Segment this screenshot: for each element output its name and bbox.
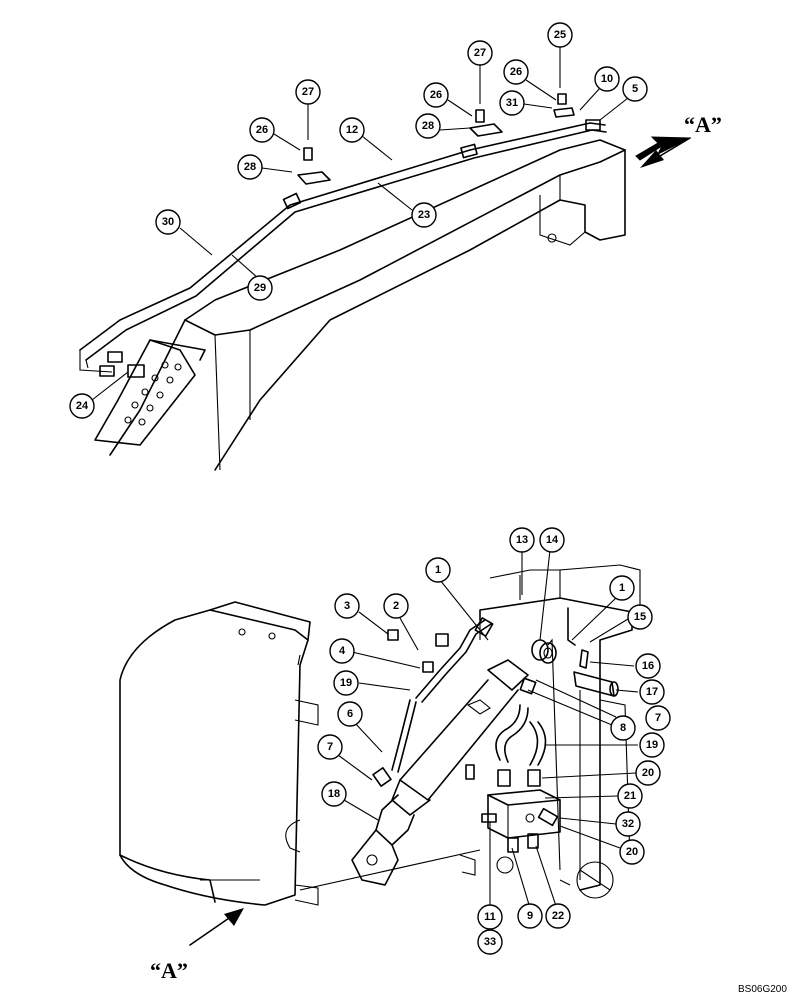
boom-assembly: “A”	[79, 45, 722, 471]
svg-text:19: 19	[646, 739, 658, 751]
svg-text:2: 2	[393, 600, 399, 612]
callout-24: 24	[69, 393, 95, 419]
callout-27-b: 27	[467, 40, 493, 66]
callout-28-a: 28	[237, 154, 263, 180]
view-label-bottom: “A”	[150, 958, 188, 983]
svg-text:17: 17	[646, 686, 658, 698]
svg-text:12: 12	[346, 124, 358, 136]
svg-text:30: 30	[162, 216, 174, 228]
svg-text:32: 32	[622, 818, 634, 830]
svg-text:20: 20	[626, 846, 638, 858]
callout-13: 13	[509, 527, 535, 553]
view-label-top: “A”	[684, 112, 722, 137]
view-arrow-top	[635, 136, 691, 161]
callout-4: 4	[329, 638, 355, 664]
callout-11: 11	[477, 904, 503, 930]
svg-text:18: 18	[328, 788, 340, 800]
reference-code: BS06G200	[738, 984, 787, 995]
callout-2: 2	[383, 593, 409, 619]
callout-26-c: 26	[503, 59, 529, 85]
callout-19-b: 19	[639, 732, 665, 758]
svg-text:25: 25	[554, 29, 566, 41]
svg-text:20: 20	[642, 767, 654, 779]
svg-text:13: 13	[516, 534, 528, 546]
svg-text:6: 6	[347, 708, 353, 720]
svg-text:31: 31	[506, 97, 518, 109]
callout-20-b: 20	[619, 839, 645, 865]
svg-text:3: 3	[344, 600, 350, 612]
svg-text:27: 27	[474, 47, 486, 59]
callout-15: 15	[627, 604, 653, 630]
callout-19-a: 19	[333, 670, 359, 696]
callout-7-a: 7	[645, 705, 671, 731]
svg-text:19: 19	[340, 677, 352, 689]
callout-1-a: 1	[425, 557, 451, 583]
svg-text:11: 11	[484, 911, 496, 923]
callout-5: 5	[622, 76, 648, 102]
callouts-bottom: 13 14 1 3 2 1 15 4 16 19 17 6 8 7 7 19 2…	[317, 527, 671, 955]
svg-text:7: 7	[655, 712, 661, 724]
bracket-holes	[124, 361, 182, 426]
callout-25: 25	[547, 22, 573, 48]
callout-6: 6	[337, 701, 363, 727]
svg-text:33: 33	[484, 936, 496, 948]
svg-text:28: 28	[422, 120, 434, 132]
svg-text:22: 22	[552, 910, 564, 922]
svg-text:10: 10	[601, 73, 613, 85]
callout-16: 16	[635, 653, 661, 679]
callout-32: 32	[615, 811, 641, 837]
svg-text:7: 7	[327, 741, 333, 753]
callout-14: 14	[539, 527, 565, 553]
svg-text:27: 27	[302, 86, 314, 98]
callout-33: 33	[477, 929, 503, 955]
svg-text:8: 8	[620, 722, 626, 734]
cylinder-assembly: “A”	[119, 549, 641, 983]
svg-text:1: 1	[435, 564, 441, 576]
callout-18: 18	[321, 781, 347, 807]
svg-text:26: 26	[510, 66, 522, 78]
svg-text:16: 16	[642, 660, 654, 672]
callout-29: 29	[247, 275, 273, 301]
svg-text:26: 26	[430, 89, 442, 101]
callout-8: 8	[610, 715, 636, 741]
svg-text:26: 26	[256, 124, 268, 136]
callout-22: 22	[545, 903, 571, 929]
svg-text:29: 29	[254, 282, 266, 294]
svg-text:9: 9	[527, 910, 533, 922]
callout-20-a: 20	[635, 760, 661, 786]
svg-text:21: 21	[624, 790, 636, 802]
callout-27-a: 27	[295, 79, 321, 105]
svg-text:1: 1	[619, 582, 625, 594]
callout-10: 10	[594, 66, 620, 92]
svg-text:24: 24	[76, 400, 89, 412]
callout-3: 3	[334, 593, 360, 619]
callout-23: 23	[411, 202, 437, 228]
callout-17: 17	[639, 679, 665, 705]
callout-7-b: 7	[317, 734, 343, 760]
svg-text:5: 5	[632, 83, 638, 95]
callouts-top: 27 26 28 30 12 29 23 24 27 26 28 25 26 3…	[69, 22, 648, 419]
callout-28-b: 28	[415, 113, 441, 139]
callout-12: 12	[339, 117, 365, 143]
callout-30: 30	[155, 209, 181, 235]
callout-26-a: 26	[249, 117, 275, 143]
svg-text:4: 4	[339, 645, 346, 657]
callout-21: 21	[617, 783, 643, 809]
svg-text:28: 28	[244, 161, 256, 173]
svg-text:15: 15	[634, 611, 646, 623]
callout-31: 31	[499, 90, 525, 116]
callout-1-b: 1	[609, 575, 635, 601]
callout-9: 9	[517, 903, 543, 929]
svg-text:23: 23	[418, 209, 430, 221]
callout-26-b: 26	[423, 82, 449, 108]
svg-text:14: 14	[546, 534, 559, 546]
